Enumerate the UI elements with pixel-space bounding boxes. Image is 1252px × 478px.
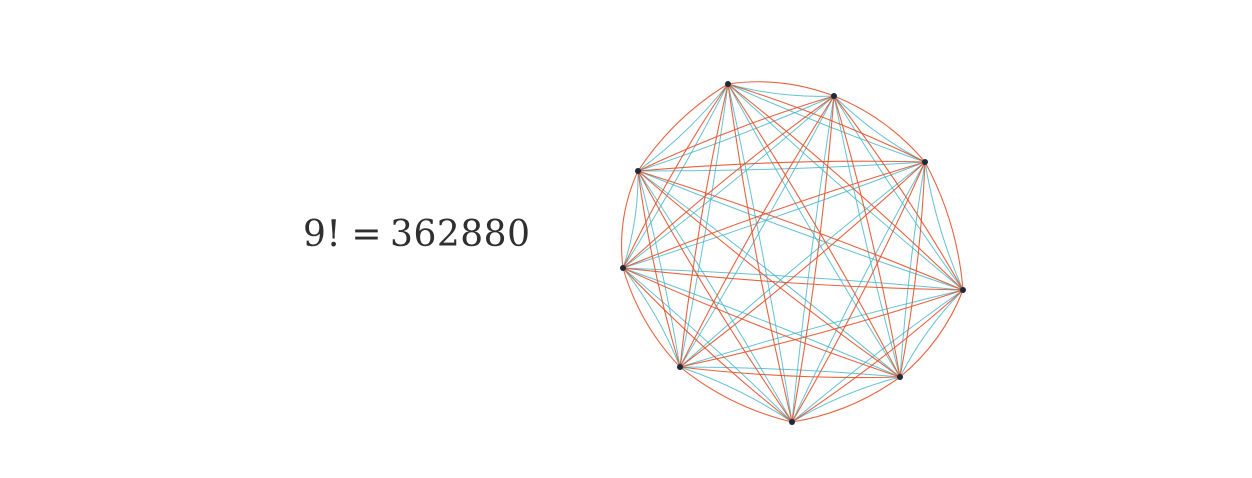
edge-cyan-0-6 [679,83,729,368]
edge-red-6-8 [637,170,681,368]
graph-node-6 [789,419,795,425]
edge-cyan-0-2 [727,83,926,163]
edge-cyan-2-8 [637,161,926,172]
edge-red-0-6 [679,83,729,368]
edge-cyan-3-4 [899,289,964,378]
edge-cyan-5-6 [679,366,793,423]
edge-red-3-8 [637,170,964,291]
edge-cyan-1-5 [791,95,835,423]
edge-cyan-2-6 [679,161,926,368]
edge-cyan-2-4 [899,161,926,378]
edge-red-2-3 [924,161,964,291]
graph-node-4 [960,287,966,293]
edge-red-2-7 [622,161,926,269]
edge-red-0-4 [727,83,901,378]
edge-cyan-6-8 [637,170,681,368]
graph-node-1 [725,81,731,87]
edge-cyan-4-6 [679,366,901,378]
edge-red-5-7 [622,267,793,423]
edge-red-2-4 [899,161,926,378]
edge-cyan-6-7 [622,267,681,368]
edge-cyan-2-3 [924,161,964,291]
edge-red-1-7 [622,95,835,269]
edge-red-0-7 [622,83,729,269]
edge-cyan-3-6 [679,289,964,368]
edge-cyan-0-4 [727,83,901,378]
edge-cyan-0-1 [727,83,835,97]
edge-red-0-3 [727,83,964,291]
edge-cyan-4-8 [637,170,901,378]
edge-red-4-5 [791,376,901,423]
edge-cyan-1-7 [622,95,835,269]
edge-red-4-8 [637,170,901,378]
edge-red-2-8 [637,160,926,172]
node-layer [620,81,966,425]
edge-red-5-8 [637,170,793,423]
edge-red-2-5 [791,161,926,423]
edge-red-3-4 [899,289,964,378]
edge-red-1-6 [679,95,835,368]
graph-node-8 [620,265,626,271]
edge-red-0-5 [727,83,793,423]
edge-red-6-7 [622,267,681,368]
edge-red-1-8 [637,95,835,172]
graph-node-2 [831,93,837,99]
graph-node-5 [897,374,903,380]
edge-cyan-1-4 [833,95,901,378]
edge-cyan-4-7 [622,267,901,378]
edge-cyan-0-3 [727,83,964,291]
edge-red-5-6 [679,366,793,423]
edge-cyan-3-7 [622,267,964,291]
edge-cyan-4-5 [791,376,901,423]
edge-red-1-2 [833,95,926,163]
edge-cyan-1-3 [833,95,964,291]
edge-cyan-7-8 [622,170,639,269]
edge-cyan-0-7 [622,83,729,269]
edge-cyan-2-7 [622,161,926,269]
edge-red-2-6 [679,161,926,368]
edge-red-4-6 [679,366,901,379]
graph-node-9 [635,168,641,174]
edge-cyan-2-5 [791,161,926,423]
formula-lhs: 9! [303,214,342,255]
factorial-formula: 9!=362880 [303,214,530,255]
edge-red-3-7 [622,267,964,291]
edge-cyan-5-7 [622,267,793,423]
edge-cyan-1-2 [833,95,926,163]
edge-red-3-5 [791,289,964,423]
edge-red-7-8 [621,170,639,269]
edge-cyan-3-8 [637,170,964,291]
graph-node-3 [922,159,928,165]
edge-red-0-8 [637,83,729,172]
formula-equals: = [351,214,383,255]
edge-cyan-1-8 [637,95,835,172]
formula-rhs: 362880 [390,214,531,255]
edge-cyan-1-6 [679,95,835,368]
edge-red-1-5 [791,95,835,423]
edge-red-1-3 [833,95,964,291]
graph-node-7 [677,364,683,370]
edge-red-1-4 [833,95,901,378]
cyan-edge-layer [622,83,964,423]
edge-red-0-2 [727,83,926,163]
edge-red-0-1 [727,81,835,97]
edge-cyan-3-5 [791,289,964,423]
red-edge-layer [621,81,964,423]
edge-cyan-0-8 [637,83,729,172]
